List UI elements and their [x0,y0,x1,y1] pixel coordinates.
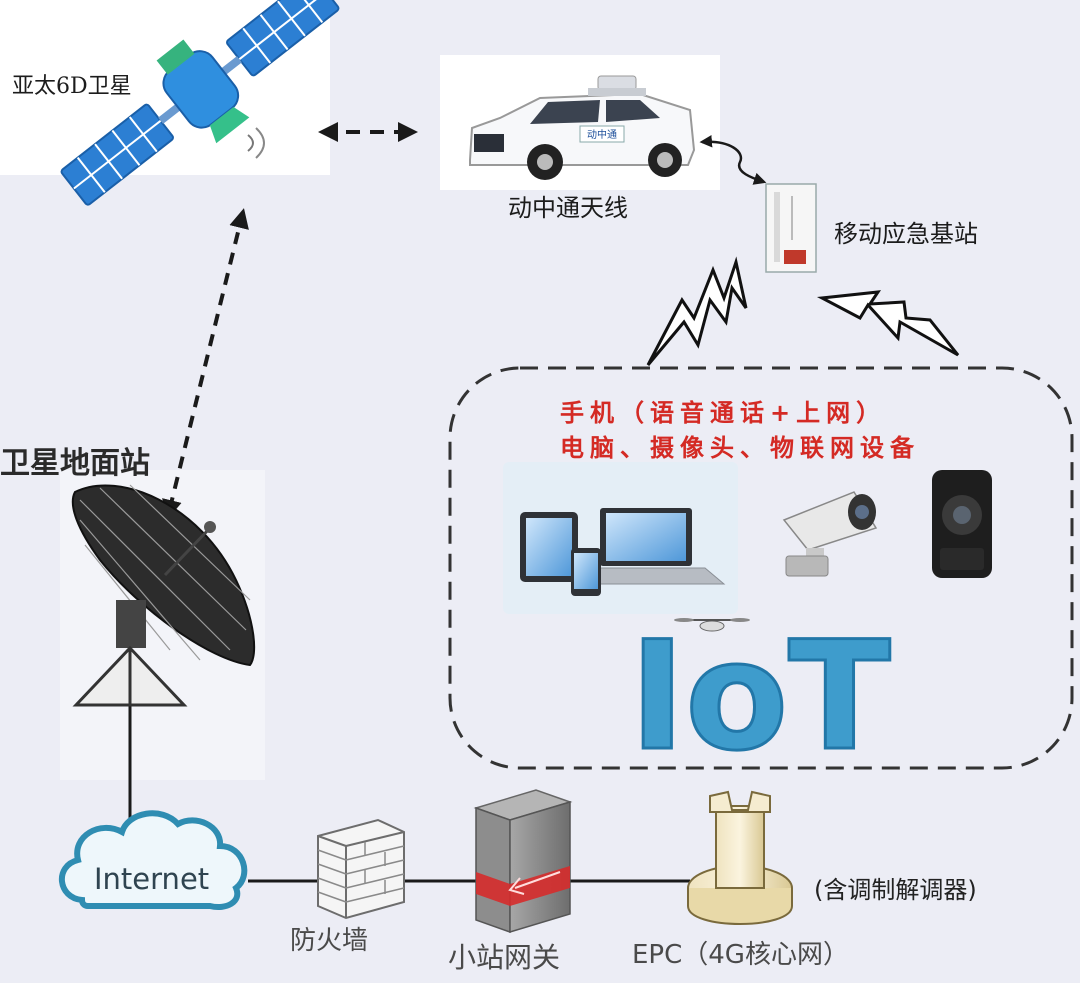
satellite-icon [60,0,340,206]
connections [128,122,767,883]
iot-text: IoT [629,610,890,784]
satellite-label: 亚太6D卫星 [12,74,132,99]
wireless-signal-icon [646,256,748,366]
cloud-icon [59,810,248,910]
end-devices-box [448,366,1074,770]
satellite-dish-icon [71,484,256,707]
phone-icon [571,548,601,596]
vehicle-base-link [699,135,767,185]
dome-camera-icon [932,470,992,578]
base-station-label: 移动应急基站 [834,220,978,248]
vehicle-antenna-label: 动中通天线 [508,194,628,222]
devices-line-1: 手机（语音通话+上网） [560,399,887,427]
satellite-ground-link [162,208,249,520]
epc-label: EPC（4G核心网） [632,940,849,970]
server-box-icon [473,789,573,934]
epc-core-icon [687,790,793,925]
vehicle-icon [469,75,696,180]
gateway-label: 小站网关 [448,941,561,974]
tablet-icon [520,512,578,582]
devices-line-2: 电脑、摄像头、物联网设备 [560,434,920,462]
brick-wall-icon [317,818,405,920]
laptop-icon [570,508,726,585]
internet-label: Internet [94,862,210,896]
firewall-label: 防火墙 [290,926,369,956]
base-station-icon [765,183,817,273]
bullet-camera-icon [782,491,878,577]
drone-icon [674,618,750,632]
modem-note-label: (含调制解调器) [814,876,977,904]
vehicle-logo-text: 动中通 [587,128,617,141]
ground-station-label: 卫星地面站 [0,446,150,481]
wireless-signal-icon [816,290,960,357]
